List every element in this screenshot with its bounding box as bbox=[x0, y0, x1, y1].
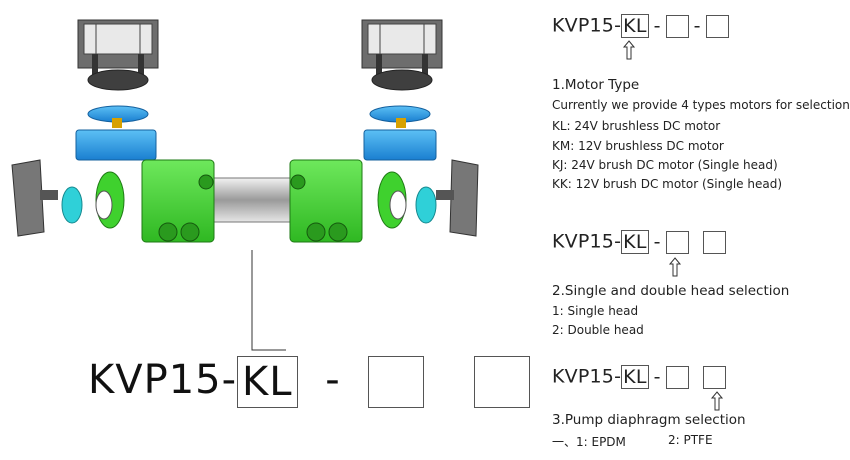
code-dash: - bbox=[693, 14, 701, 37]
diaphragm-selection-box bbox=[474, 356, 531, 408]
diaphragm-option-ptfe: 2: PTFE bbox=[668, 433, 713, 447]
head-box bbox=[665, 14, 689, 38]
diaphragm-box bbox=[705, 14, 729, 38]
code-dash: - bbox=[653, 14, 661, 37]
motor-code-box: KL bbox=[621, 230, 649, 254]
model-prefix: KVP15- bbox=[88, 357, 238, 403]
model-code-large: KVP15-KL - bbox=[88, 356, 531, 408]
head-option-single: 1: Single head bbox=[552, 304, 639, 318]
code-prefix: KVP15- bbox=[552, 14, 622, 37]
motor-option-km: KM: 12V brushless DC motor bbox=[552, 139, 724, 153]
head-box bbox=[665, 365, 689, 389]
left-head-top bbox=[77, 19, 159, 91]
section3-title: 3.Pump diaphragm selection bbox=[552, 412, 746, 428]
section1-title: 1.Motor Type bbox=[552, 77, 640, 93]
code-prefix: KVP15- bbox=[552, 365, 622, 388]
right-head-top bbox=[361, 19, 443, 91]
code-row-1: KVP15-KL-- bbox=[552, 14, 729, 38]
section1-intro: Currently we provide 4 types motors for … bbox=[552, 98, 850, 112]
motor-option-kl: KL: 24V brushless DC motor bbox=[552, 119, 721, 133]
code-prefix: KVP15- bbox=[552, 230, 622, 253]
diaphragm-option-epdm: 一、1: EPDM bbox=[552, 435, 626, 449]
right-motor-housing bbox=[289, 159, 363, 243]
code-row-3: KVP15-KL- bbox=[552, 365, 726, 389]
motor-code-box: KL bbox=[237, 356, 298, 408]
motor-option-kk: KK: 12V brush DC motor (Single head) bbox=[552, 177, 783, 191]
head-option-double: 2: Double head bbox=[552, 323, 644, 337]
section2-title: 2.Single and double head selection bbox=[552, 283, 790, 299]
code-dash: - bbox=[325, 357, 341, 403]
up-arrow-icon bbox=[668, 257, 682, 277]
code-row-2: KVP15-KL- bbox=[552, 230, 726, 254]
motor-code-box: KL bbox=[621, 14, 649, 38]
up-arrow-icon bbox=[622, 40, 636, 60]
code-dash: - bbox=[653, 365, 661, 388]
head-selection-box bbox=[368, 356, 425, 408]
head-box bbox=[665, 230, 689, 254]
diaphragm-box bbox=[702, 365, 726, 389]
diaphragm-box bbox=[702, 230, 726, 254]
up-arrow-icon bbox=[710, 391, 724, 411]
pump-exploded-illustration bbox=[11, 19, 479, 351]
code-dash: - bbox=[653, 230, 661, 253]
left-motor-housing bbox=[141, 159, 215, 243]
motor-code-box: KL bbox=[621, 365, 649, 389]
motor-option-kj: KJ: 24V brush DC motor (Single head) bbox=[552, 158, 778, 172]
